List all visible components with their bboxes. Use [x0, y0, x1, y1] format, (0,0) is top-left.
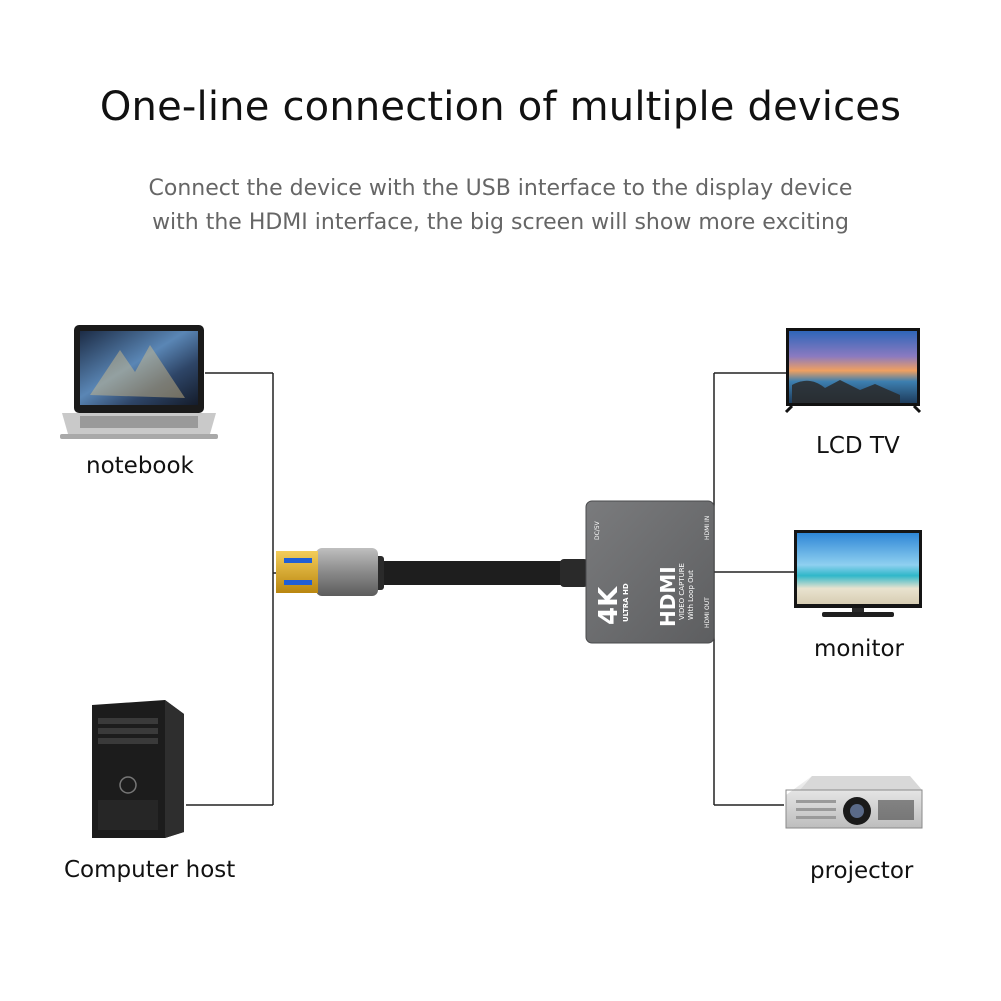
right-bracket-lines: [713, 372, 796, 806]
subtitle-line-2: with the HDMI interface, the big screen …: [152, 210, 849, 235]
hdmi-adapter: 4K ULTRA HD HDMI VIDEO CAPTURE With Loop…: [585, 500, 715, 644]
adapter-resolution-sub: ULTRA HD: [622, 583, 630, 622]
subtitle-line-1: Connect the device with the USB interfac…: [148, 176, 853, 201]
source-label-notebook: notebook: [86, 453, 194, 479]
display-label-projector: projector: [810, 858, 914, 884]
desktop-tower-icon: [92, 700, 184, 838]
adapter-port-dc: DC/5V: [594, 520, 601, 540]
adapter-line2: With Loop Out: [687, 570, 695, 620]
page-subtitle: Connect the device with the USB interfac…: [0, 172, 1001, 240]
left-bracket-lines: [186, 372, 278, 806]
adapter-brand: HDMI: [656, 566, 680, 627]
source-label-computer-host: Computer host: [64, 857, 236, 883]
laptop-icon: [60, 325, 218, 439]
monitor-icon: [794, 530, 922, 617]
adapter-port-out: HDMI OUT: [704, 597, 711, 628]
usb-cable-icon: [276, 548, 588, 596]
tv-icon: [784, 328, 922, 414]
adapter-port-in: HDMI IN: [704, 516, 711, 540]
display-label-lcd-tv: LCD TV: [816, 433, 900, 459]
adapter-line1: VIDEO CAPTURE: [678, 563, 686, 620]
page-title: One-line connection of multiple devices: [99, 84, 902, 130]
display-label-monitor: monitor: [814, 636, 904, 662]
adapter-resolution: 4K: [594, 586, 624, 625]
projector-icon: [785, 776, 923, 829]
